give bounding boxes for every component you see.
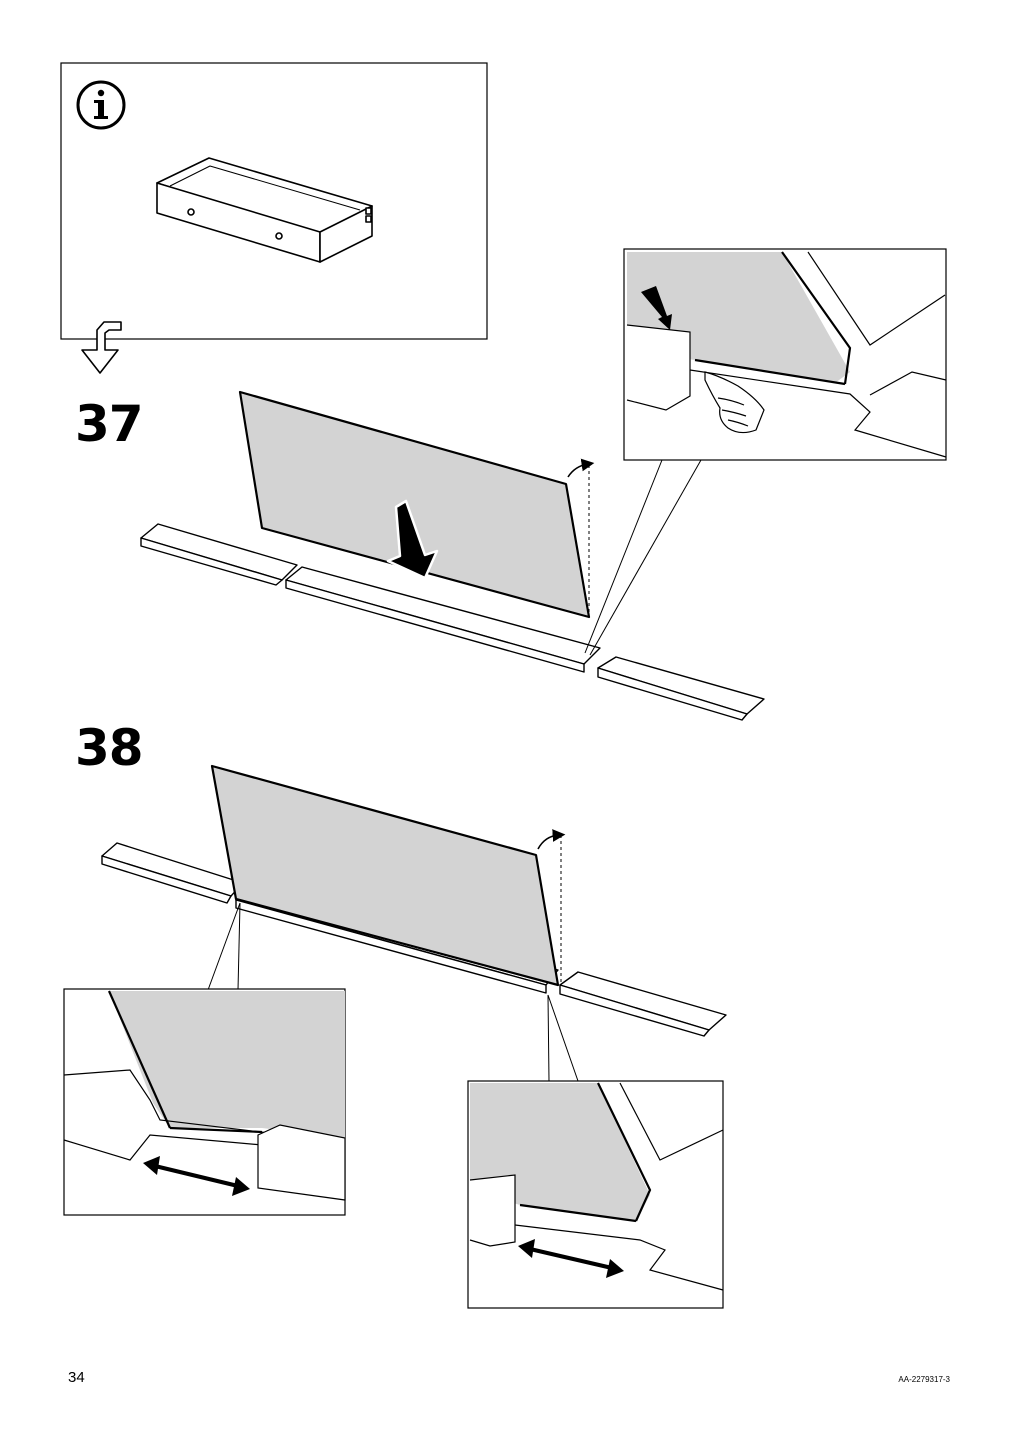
step-38-left-detail — [63, 988, 346, 1216]
step-38-right-detail — [467, 1080, 724, 1309]
drawer-illustration — [156, 157, 373, 263]
arrow-down-icon — [386, 499, 439, 580]
info-icon — [76, 80, 126, 130]
document-code: AA-2279317-3 — [898, 1375, 950, 1384]
step-number: 37 — [75, 395, 144, 453]
bent-arrow-down-icon — [81, 321, 122, 374]
step-number: 38 — [75, 719, 144, 777]
arrow-down-icon — [641, 286, 672, 330]
step-37-detail — [623, 248, 947, 461]
step-37-illustration — [140, 390, 765, 721]
double-arrow-icon — [143, 1156, 250, 1196]
double-arrow-icon — [518, 1239, 624, 1278]
page-number: 34 — [68, 1369, 85, 1386]
step-38-illustration — [101, 764, 727, 1082]
finger-press-icon — [704, 371, 765, 434]
info-box — [60, 62, 488, 340]
